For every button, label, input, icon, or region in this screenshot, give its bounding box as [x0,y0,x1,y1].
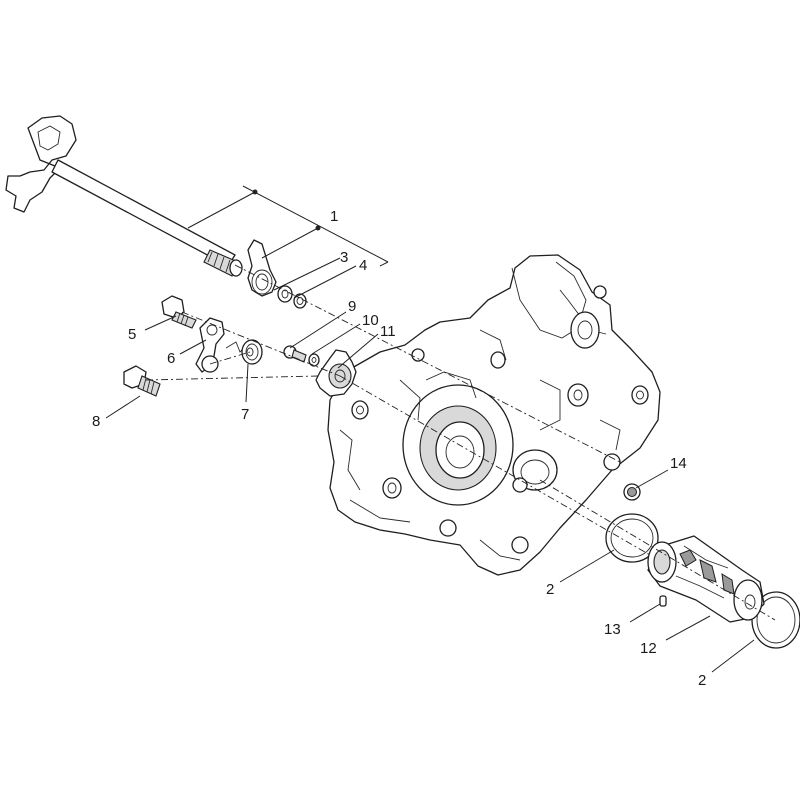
callout-1: 1 [330,208,338,225]
shift-drum [647,535,765,623]
callout-labels: 1 2 2 3 4 5 6 7 8 9 10 11 12 13 14 [92,208,706,689]
callout-14: 14 [670,455,687,472]
locking-lever-spring [225,339,263,365]
callout-8: 8 [92,413,100,430]
callout-9: 9 [348,298,356,315]
leader-lines [105,191,755,673]
drum-pin [659,595,667,607]
o-ring-lower [751,591,800,649]
shift-shaft-spring [247,239,277,297]
shift-shaft [5,115,243,277]
callout-5: 5 [128,326,136,343]
callout-11: 11 [380,323,396,340]
oil-seal [623,483,641,501]
callout-2-upper: 2 [546,581,554,598]
small-bolt [283,345,307,363]
callout-7: 7 [241,406,249,423]
o-ring-upper [605,513,659,563]
callout-2-lower: 2 [698,672,706,689]
bolt [161,295,197,329]
washer [308,353,320,367]
locking-lever [195,317,225,373]
callout-4: 4 [359,257,367,274]
callout-10: 10 [362,312,379,329]
assembly-axes [145,264,776,621]
stud-bolt [123,365,161,397]
washer-clip [277,285,307,309]
callout-6: 6 [167,350,175,367]
callout-12: 12 [640,640,657,657]
callout-3: 3 [340,249,348,266]
crankcase-half [327,254,661,576]
callout-13: 13 [604,621,621,638]
